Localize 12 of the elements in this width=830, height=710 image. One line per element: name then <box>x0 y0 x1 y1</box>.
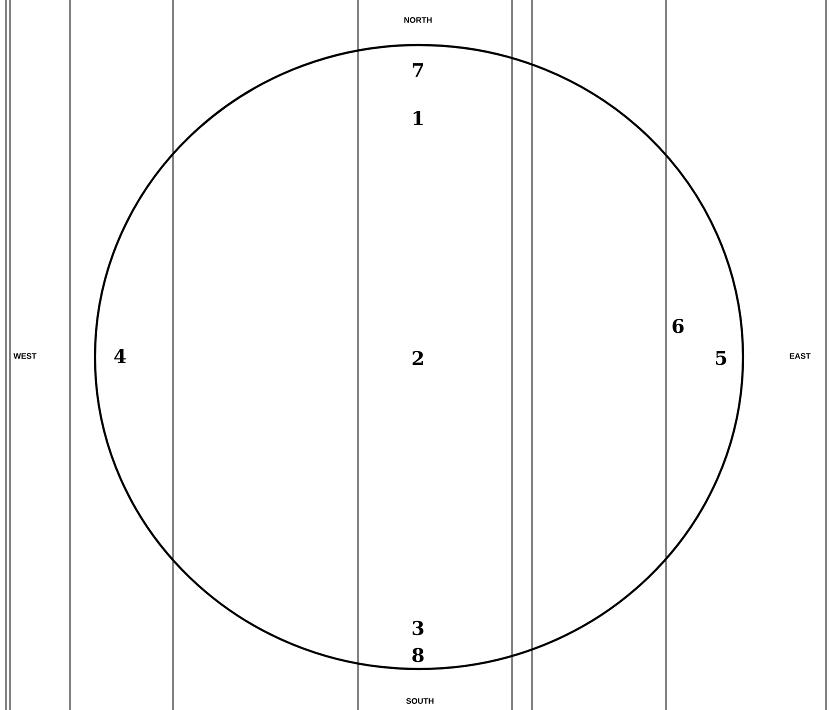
position-number: 6 <box>670 318 686 334</box>
direction-label: WEST <box>12 352 38 360</box>
position-number: 7 <box>410 62 426 78</box>
direction-label: EAST <box>788 352 812 360</box>
position-number: 3 <box>410 620 426 636</box>
position-number: 4 <box>112 348 128 364</box>
direction-label: SOUTH <box>405 697 435 705</box>
direction-label: NORTH <box>402 16 434 24</box>
position-number: 1 <box>410 110 426 126</box>
position-number: 5 <box>713 350 729 366</box>
position-number: 8 <box>410 646 426 664</box>
position-number: 2 <box>410 350 426 366</box>
